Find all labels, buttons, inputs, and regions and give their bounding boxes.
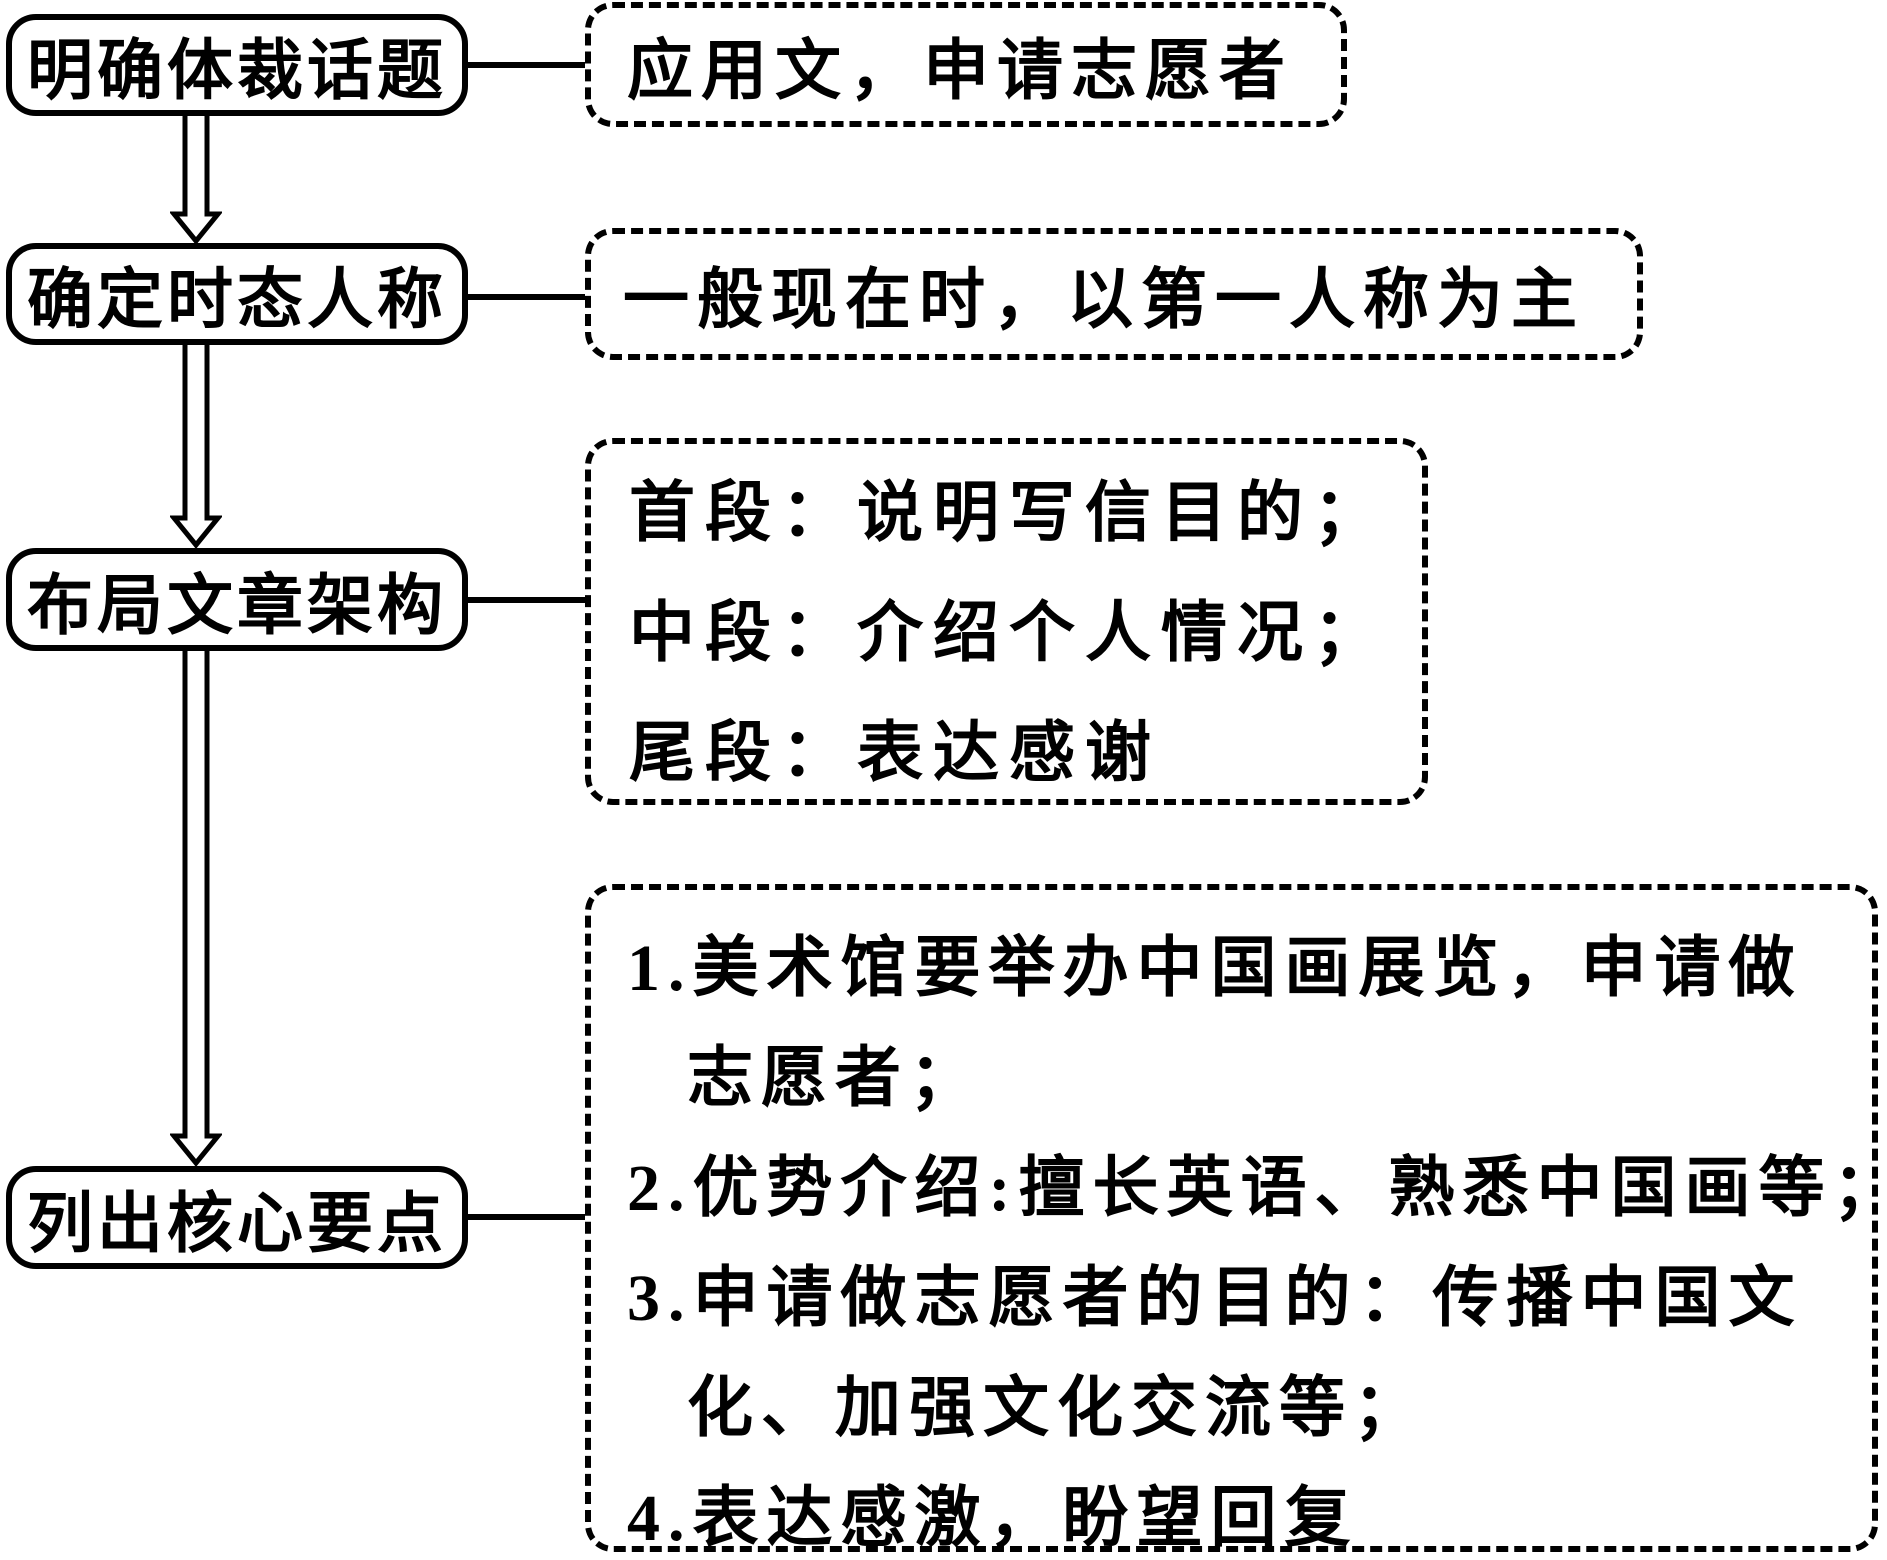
note-box-structure: 首段：说明写信目的； 中段：介绍个人情况； 尾段：表达感谢 bbox=[585, 438, 1428, 805]
note-line: 化、加强文化交流等； bbox=[687, 1372, 1427, 1445]
down-arrow-icon bbox=[170, 649, 222, 1166]
step-label: 列出核心要点 bbox=[27, 1187, 447, 1261]
step-label: 确定时态人称 bbox=[27, 264, 447, 337]
note-line: 志愿者； bbox=[687, 1042, 983, 1115]
note-box-genre-topic: 应用文，申请志愿者 bbox=[585, 2, 1347, 127]
note-text: 应用文，申请志愿者 bbox=[627, 34, 1293, 108]
connector-line bbox=[466, 1214, 588, 1220]
connector-line bbox=[466, 62, 588, 68]
note-text: 一般现在时，以第一人称为主 bbox=[623, 264, 1585, 337]
note-line: 4.表达感激，盼望回复 bbox=[627, 1482, 1359, 1555]
connector-line bbox=[466, 597, 588, 603]
note-line: 1.美术馆要举办中国画展览，申请做 bbox=[627, 932, 1803, 1005]
step-box-structure: 布局文章架构 bbox=[6, 548, 468, 651]
down-arrow-icon bbox=[170, 343, 222, 548]
step-box-tense-person: 确定时态人称 bbox=[6, 243, 468, 345]
note-line: 中段：介绍个人情况； bbox=[629, 597, 1389, 670]
note-line: 3.申请做志愿者的目的：传播中国文 bbox=[627, 1262, 1803, 1335]
step-label: 布局文章架构 bbox=[27, 569, 447, 643]
down-arrow-icon bbox=[170, 114, 222, 244]
note-line: 2.优势介绍:擅长英语、熟悉中国画等； bbox=[627, 1152, 1887, 1225]
note-box-key-points: 1.美术馆要举办中国画展览，申请做 志愿者； 2.优势介绍:擅长英语、熟悉中国画… bbox=[585, 884, 1887, 1555]
connector-line bbox=[466, 294, 588, 300]
step-label: 明确体裁话题 bbox=[27, 35, 447, 108]
step-box-key-points: 列出核心要点 bbox=[6, 1166, 468, 1269]
note-box-tense-person: 一般现在时，以第一人称为主 bbox=[585, 228, 1643, 360]
note-line: 尾段：表达感谢 bbox=[629, 717, 1161, 790]
step-box-genre-topic: 明确体裁话题 bbox=[6, 14, 468, 116]
note-line: 首段：说明写信目的； bbox=[629, 477, 1389, 550]
